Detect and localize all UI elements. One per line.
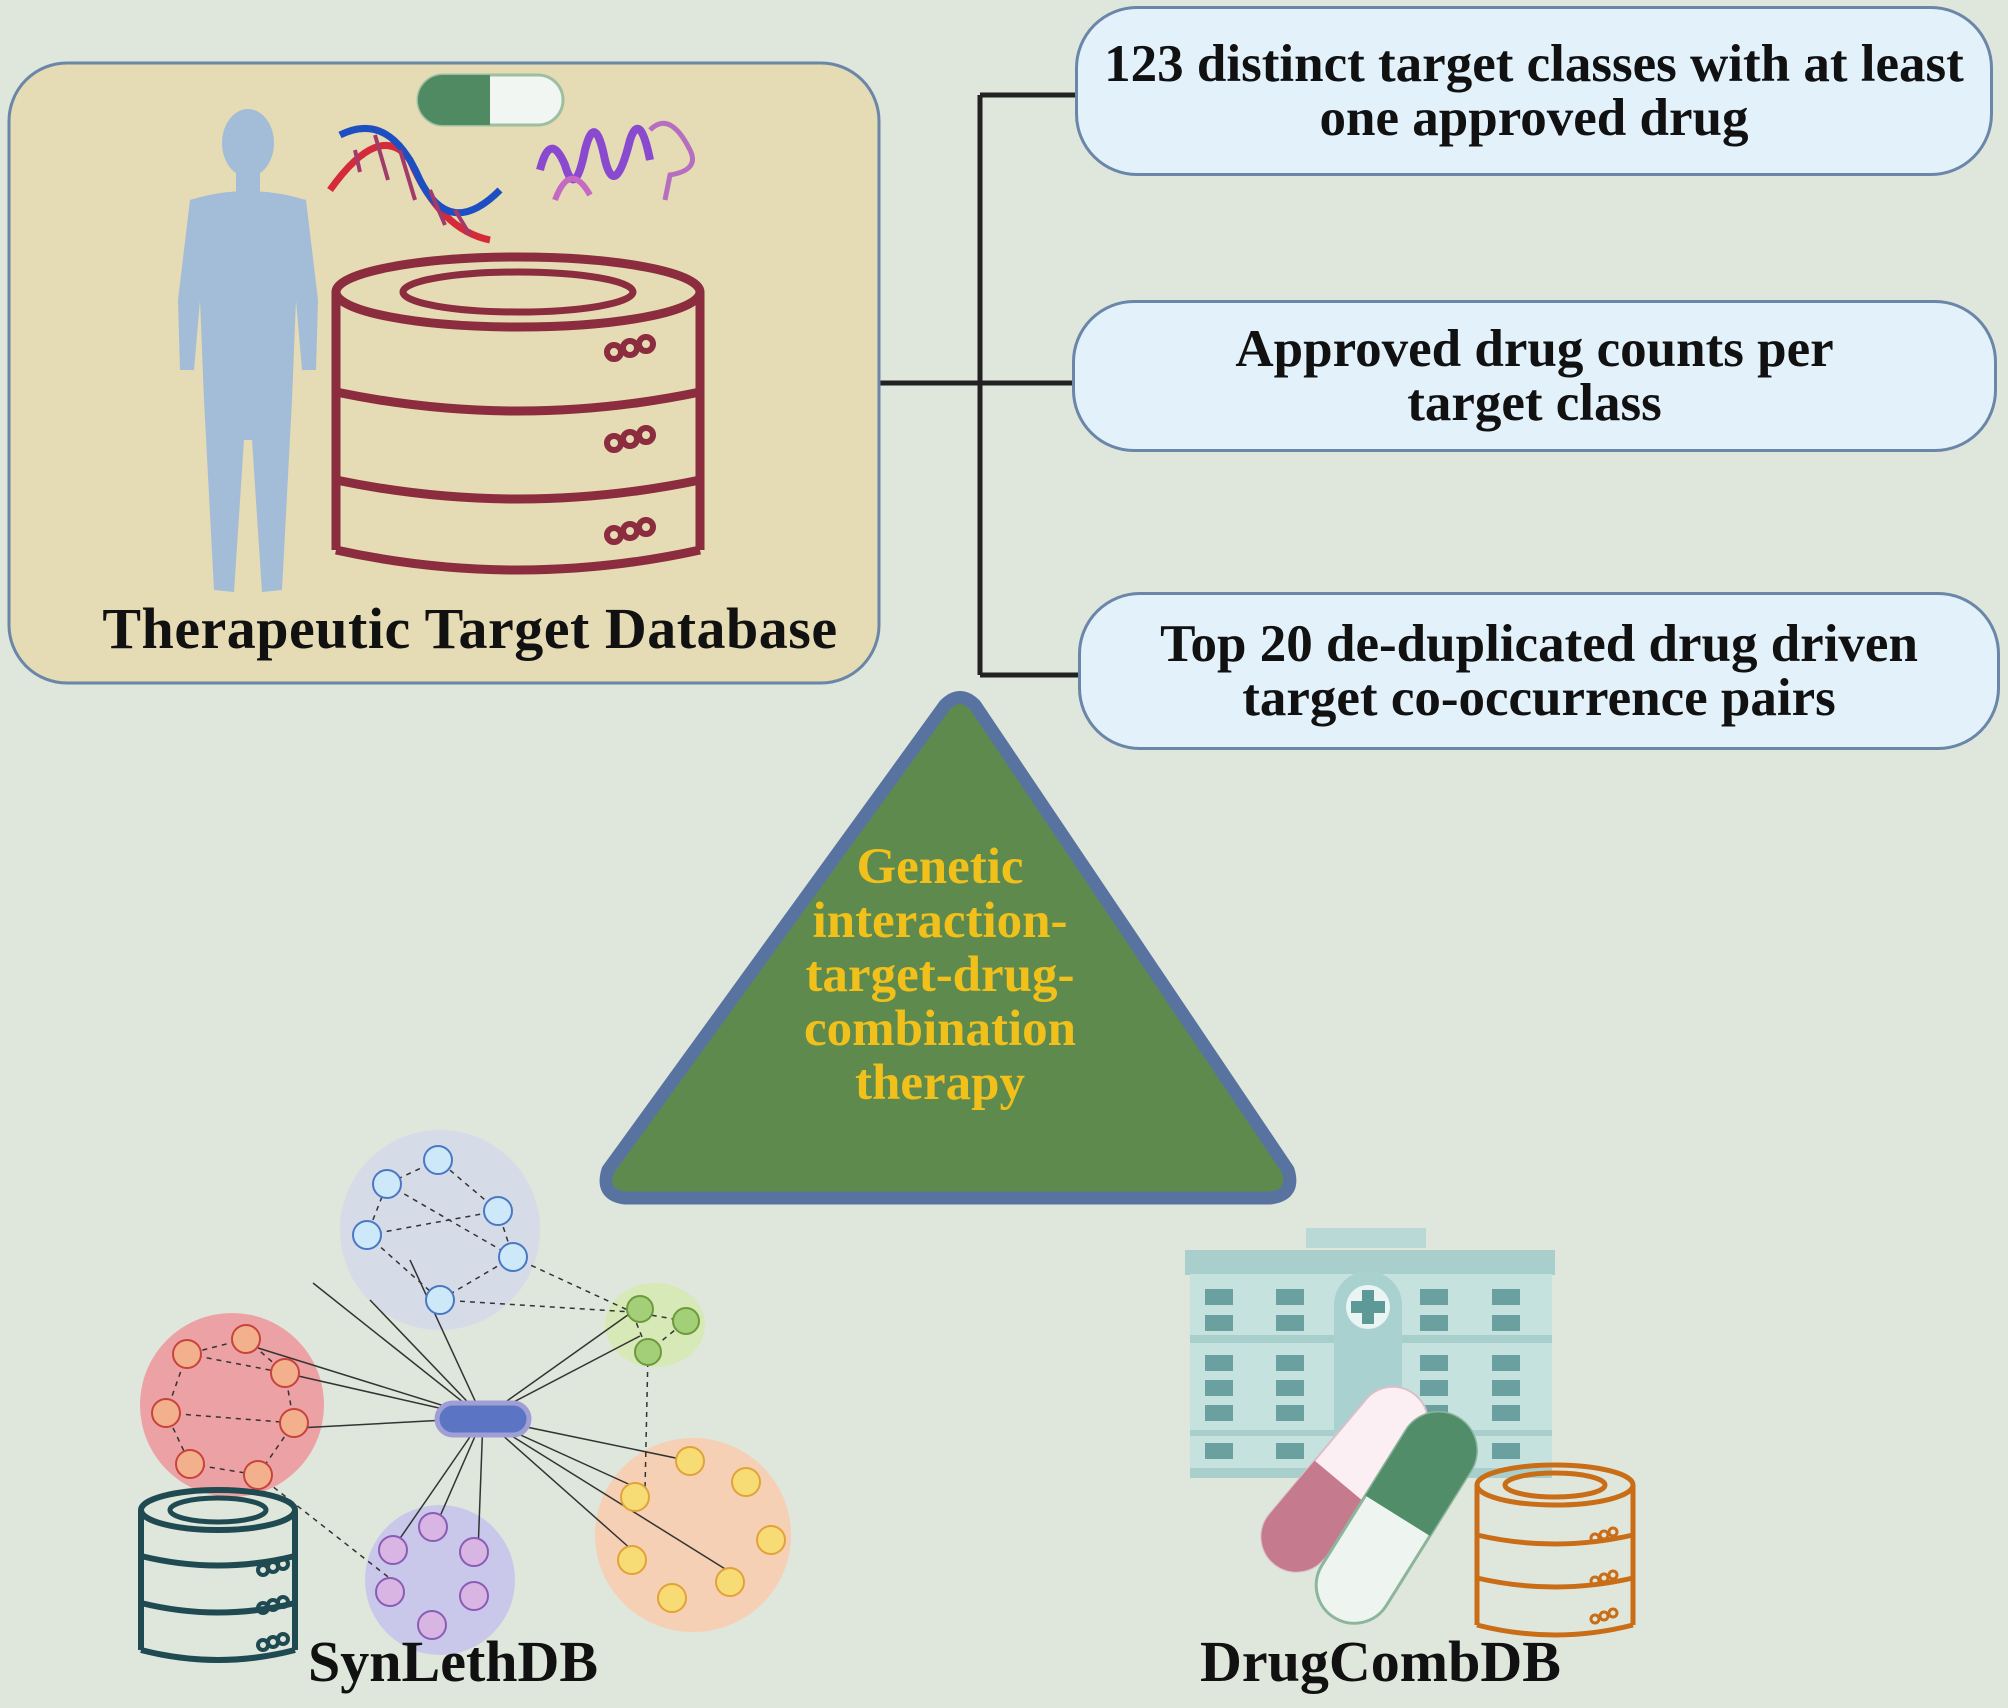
network-graph-icon — [140, 1130, 791, 1655]
tri-line: Genetic — [856, 839, 1024, 895]
output-box-cooccurrence-pairs: Top 20 de-duplicated drug driven target … — [1078, 592, 2000, 750]
tri-line: combination — [803, 1001, 1077, 1057]
human-body-icon — [178, 109, 318, 592]
tri-line: target-drug- — [805, 947, 1075, 1003]
tri-line: interaction- — [812, 893, 1068, 949]
drugcombdb-database-icon — [1474, 1462, 1636, 1638]
central-triangle — [599, 691, 1297, 1205]
connector-lines — [880, 92, 1080, 678]
central-triangle-label: Genetic interaction- target-drug- combin… — [740, 840, 1140, 1110]
ttd-title: Therapeutic Target Database — [102, 596, 838, 661]
output-box-target-classes: 123 distinct target classes with at leas… — [1075, 6, 1993, 176]
protein-structure-icon — [536, 120, 695, 202]
ttd-panel — [7, 61, 881, 685]
output-text: 123 distinct target classes with at leas… — [1104, 35, 1964, 147]
synlethdb-database-icon — [138, 1487, 298, 1663]
ttd-database-icon — [331, 252, 705, 575]
drugcombdb-label: DrugCombDB — [1200, 1629, 1561, 1694]
output-text: Top 20 de-duplicated drug driven target … — [1160, 615, 1918, 727]
synlethdb-label: SynLethDB — [308, 1629, 599, 1694]
output-text: Approved drug counts per target class — [1235, 320, 1834, 432]
tri-line: therapy — [855, 1055, 1025, 1111]
capsule-icon — [416, 73, 565, 127]
dna-helix-icon — [327, 124, 503, 244]
capsules-icon — [1260, 1385, 1478, 1625]
output-box-drug-counts: Approved drug counts per target class — [1072, 300, 1997, 452]
